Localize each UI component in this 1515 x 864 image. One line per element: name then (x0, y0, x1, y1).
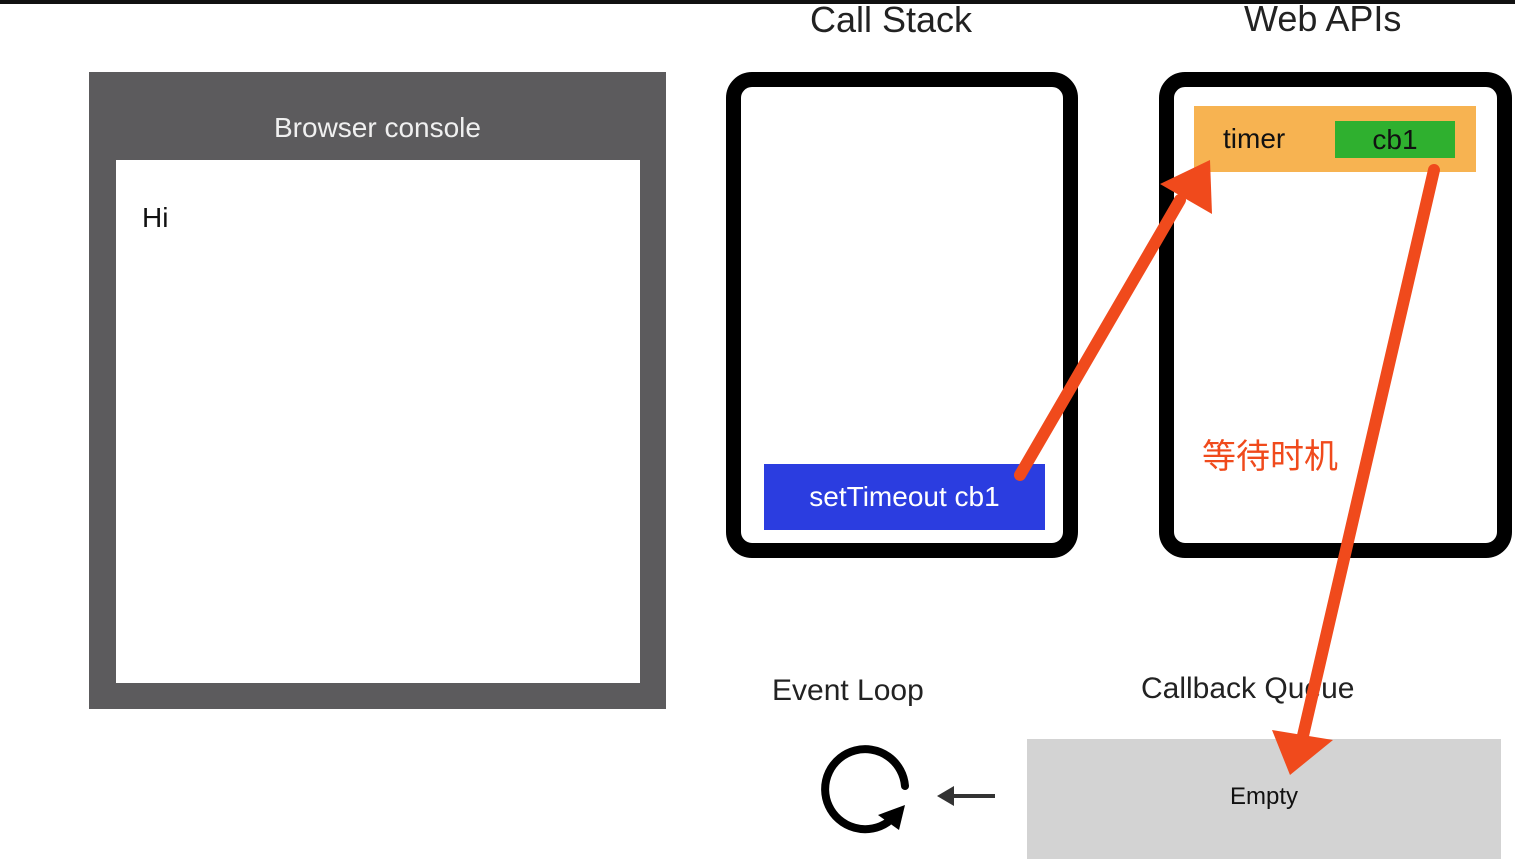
browser-console-panel: Browser console Hi (89, 72, 666, 709)
event-loop-label: Event Loop (772, 674, 924, 707)
top-border (0, 0, 1515, 4)
settimeout-to-timer-arrow-icon (1014, 160, 1212, 481)
browser-console-title: Browser console (274, 112, 481, 143)
callback-queue-content: Empty (1229, 783, 1298, 810)
timer-callback-chip: cb1 (1335, 121, 1455, 158)
call-stack-title: Call Stack (810, 0, 973, 40)
queue-to-loop-arrow-icon (937, 786, 995, 806)
console-output-line: Hi (142, 202, 169, 233)
callback-queue-box: Empty (1027, 739, 1501, 859)
timer-label: timer (1223, 123, 1286, 154)
event-loop-icon (821, 745, 909, 834)
stack-frame-settimeout: setTimeout cb1 (764, 464, 1045, 530)
waiting-note: 等待时机 (1202, 438, 1338, 476)
timer-to-queue-arrow-icon (1272, 164, 1440, 775)
browser-console-output: Hi (116, 160, 640, 683)
timer-row: timer cb1 (1194, 106, 1476, 172)
web-apis-title: Web APIs (1244, 0, 1402, 39)
